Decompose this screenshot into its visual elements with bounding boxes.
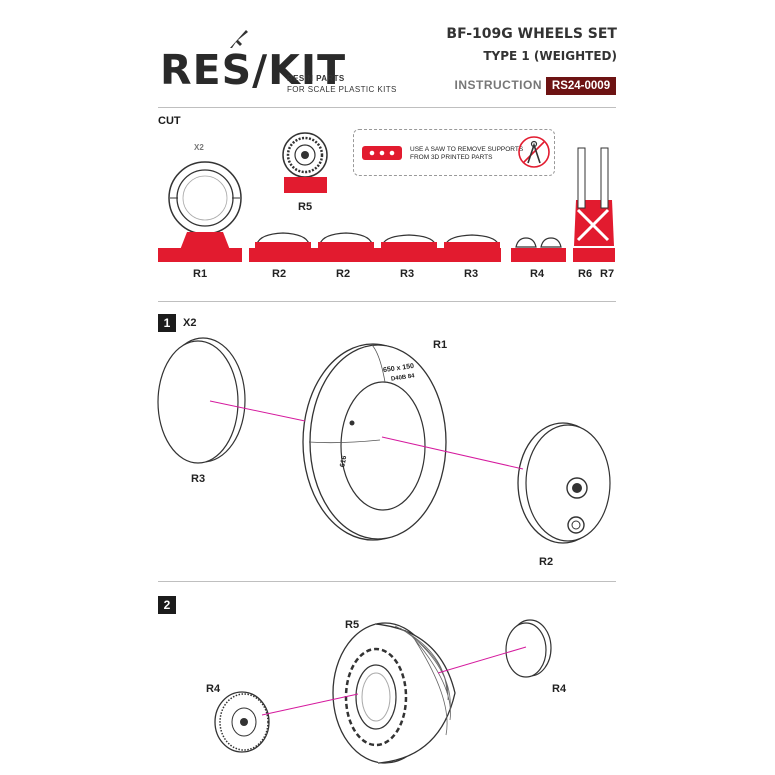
- instruction-label: INSTRUCTION: [454, 78, 542, 92]
- step2-guide-lines: [261, 646, 527, 716]
- step2-label-r5: R5: [345, 619, 360, 631]
- cut-label-r5: R5: [298, 201, 313, 213]
- brand-jet-icon: [226, 26, 252, 57]
- step2-part-r5-wheel: [332, 622, 456, 764]
- cut-divider: [158, 301, 616, 302]
- cut-label-r3a: R3: [400, 268, 415, 280]
- step1-guide-lines: [209, 400, 524, 470]
- step-1-badge: 1: [158, 314, 176, 332]
- support-dots-icon: [362, 146, 402, 160]
- step2-label-r4-left: R4: [206, 683, 221, 695]
- cut-label-r1: R1: [193, 268, 208, 280]
- saw-notice-line1: USE A SAW TO REMOVE SUPPORTS: [410, 146, 524, 153]
- cut-label-r2b: R2: [336, 268, 351, 280]
- cut-label-r4: R4: [530, 268, 545, 280]
- header-divider: [158, 107, 616, 108]
- cutter-icon: [517, 135, 551, 174]
- saw-notice-box: [353, 129, 555, 176]
- step1-part-r3: [157, 337, 246, 464]
- page-title: BF-109G WHEELS SET: [446, 26, 617, 42]
- cut-part-r6-r7: [573, 147, 615, 262]
- step2-label-r4-right: R4: [552, 683, 567, 695]
- step2-part-r4-right: [505, 619, 552, 678]
- cut-part-r4: [511, 237, 566, 262]
- cut-support-bar: [249, 248, 501, 262]
- step1-label-r2: R2: [539, 556, 554, 568]
- saw-notice-line2: FROM 3D PRINTED PARTS: [410, 154, 493, 161]
- product-code-badge: RS24-0009: [546, 77, 616, 95]
- cut-label-r6: R6: [578, 268, 593, 280]
- step1-divider: [158, 581, 616, 582]
- brand-tagline-2: FOR SCALE PLASTIC KITS: [287, 85, 397, 94]
- brand-tagline-1: RESIN PARTS: [287, 74, 345, 83]
- step1-part-r1-tire: [302, 343, 447, 541]
- cut-label-r7: R7: [600, 268, 615, 280]
- page-subtitle: TYPE 1 (WEIGHTED): [483, 49, 617, 63]
- cut-part-r2-r3: [256, 232, 499, 245]
- step2-part-r4-left: [214, 691, 270, 753]
- saw-notice-text: USE A SAW TO REMOVE SUPPORTS FROM 3D PRI…: [410, 146, 523, 162]
- cut-r1-qty: X2: [194, 143, 204, 152]
- step-1-qty: X2: [183, 317, 197, 329]
- cut-part-r1: [158, 161, 242, 262]
- step1-label-r1: R1: [433, 339, 448, 351]
- cut-label-r3b: R3: [464, 268, 479, 280]
- cut-part-r5: [282, 132, 328, 193]
- step1-part-r2-hub: [517, 422, 611, 544]
- brand-tagline: RESIN PARTS FOR SCALE PLASTIC KITS: [287, 73, 397, 95]
- brand-logo: RES/KIT: [160, 46, 347, 94]
- cut-label-r2a: R2: [272, 268, 287, 280]
- step-2-badge: 2: [158, 596, 176, 614]
- step1-label-r3: R3: [191, 473, 206, 485]
- cut-section-label: CUT: [158, 115, 181, 127]
